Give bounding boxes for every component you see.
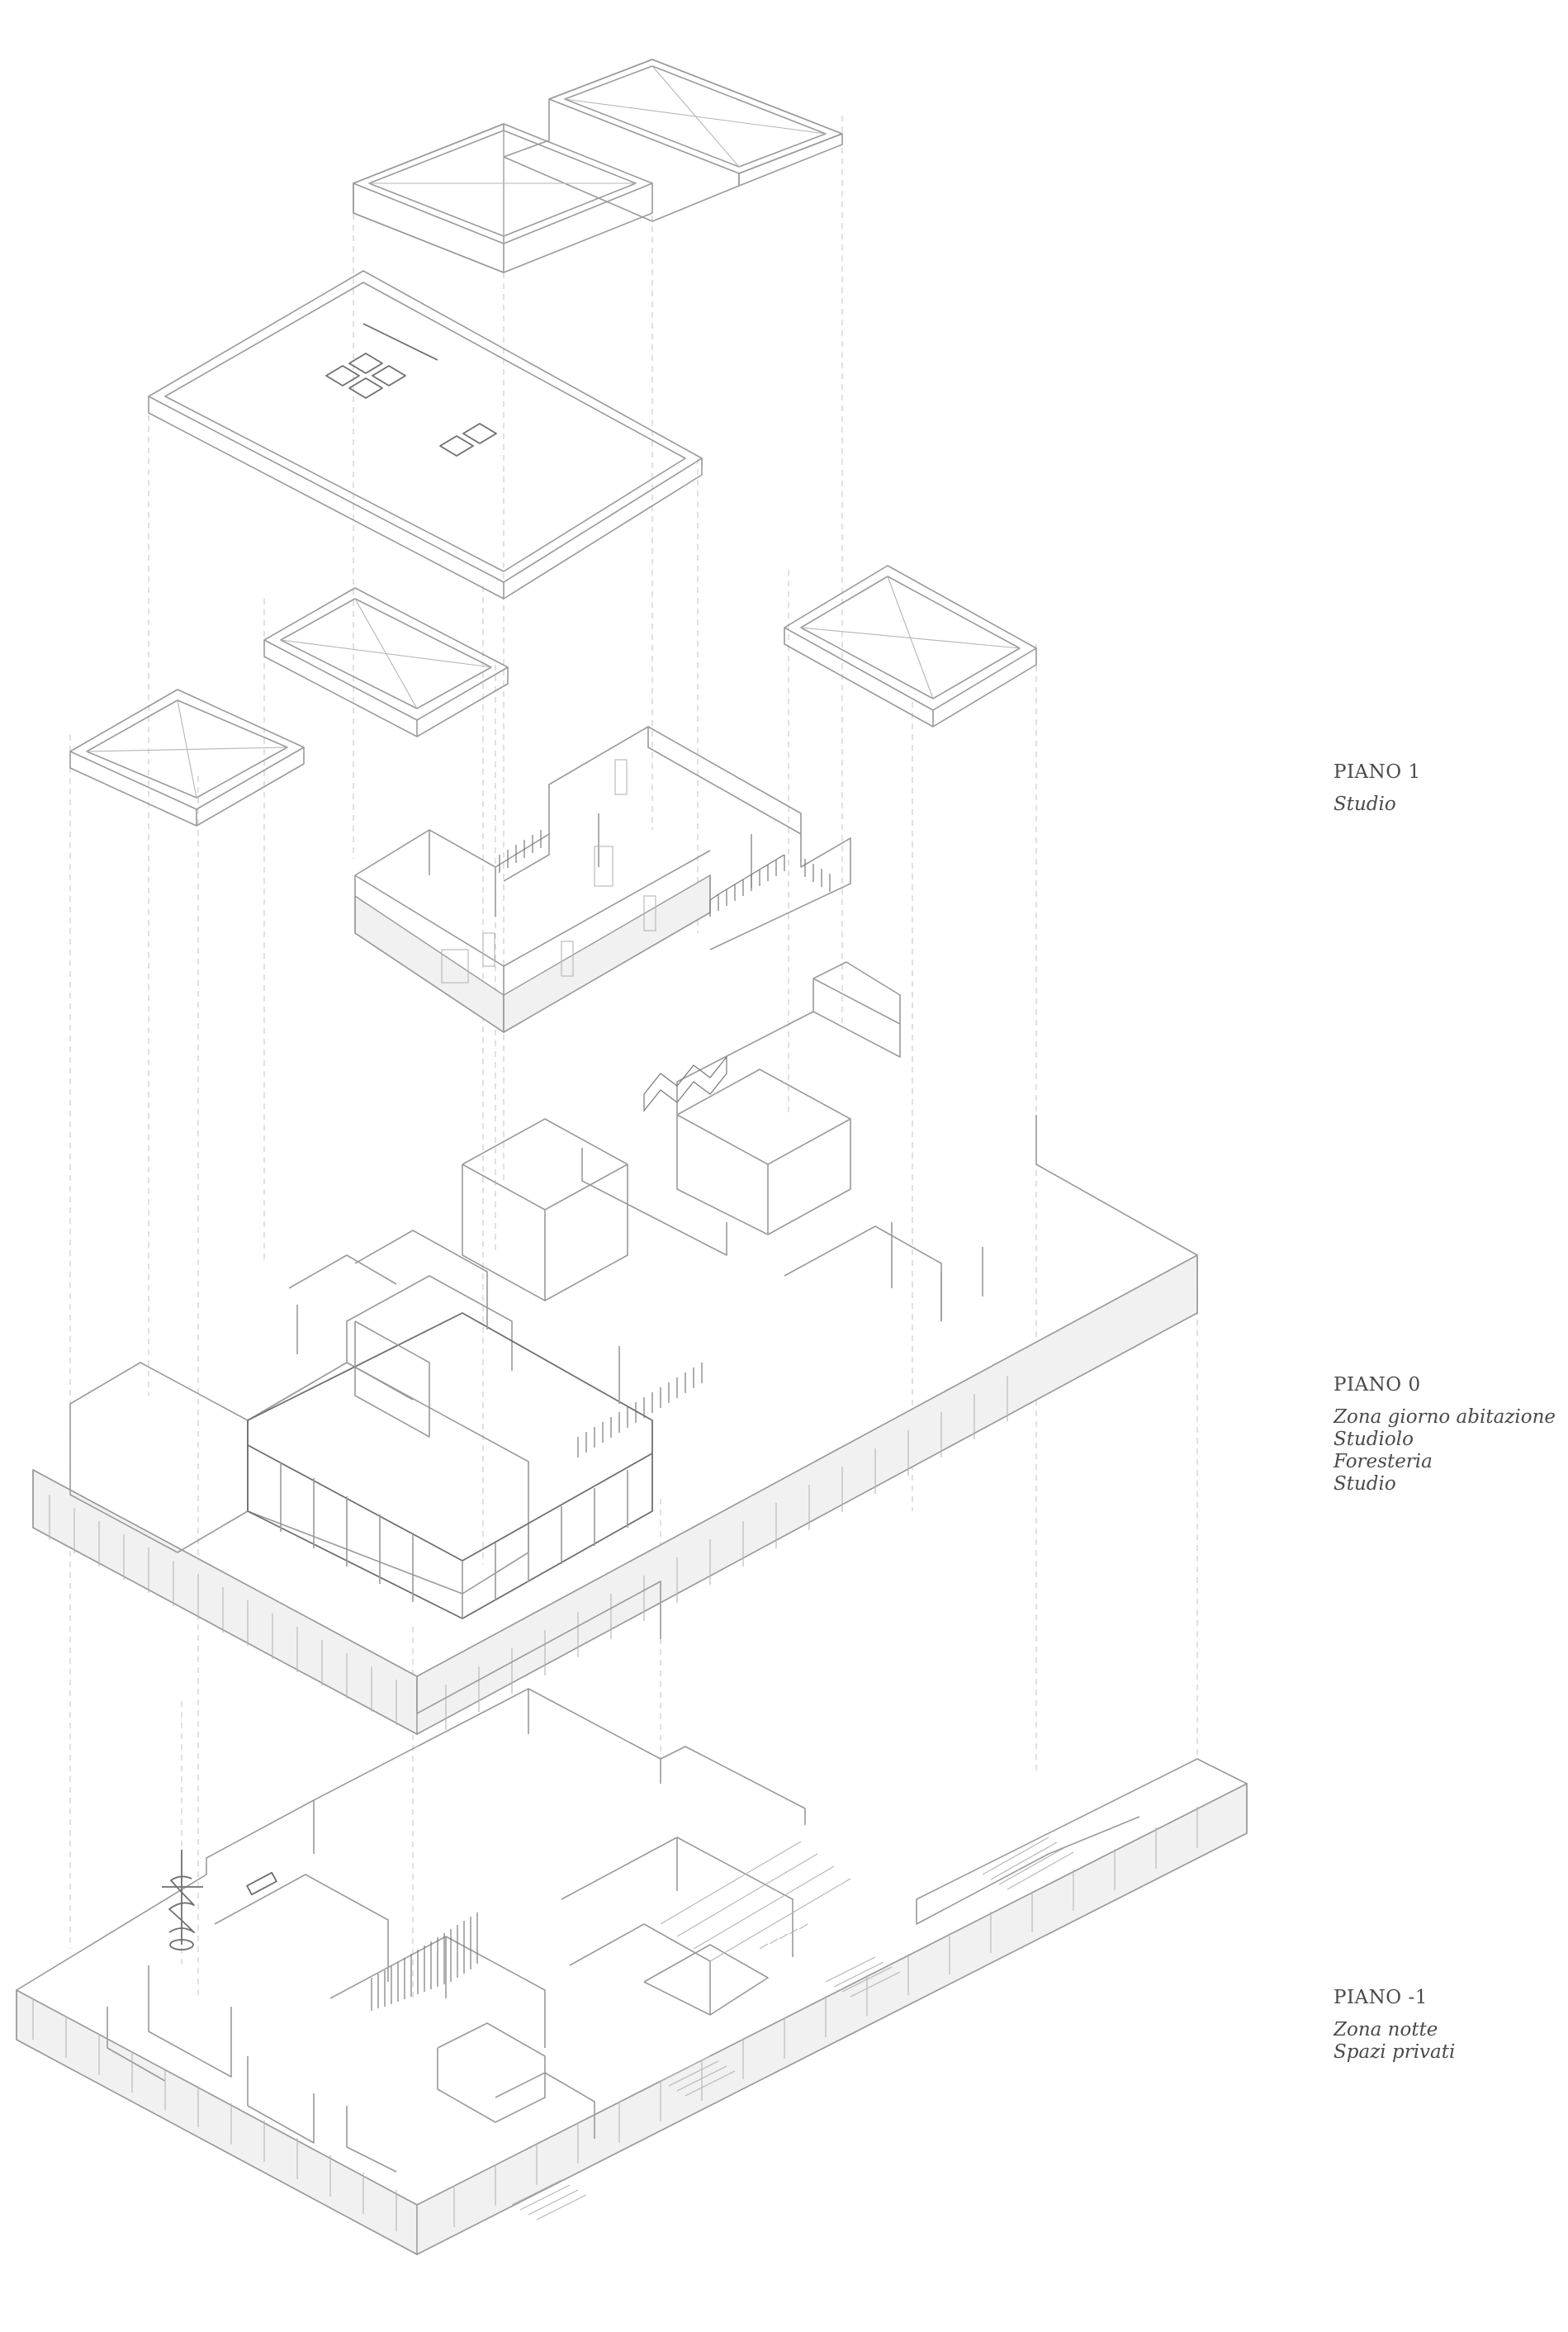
level-name: PIANO -1 (1334, 1987, 1428, 2008)
level-name: PIANO 1 (1334, 761, 1421, 783)
window-set (441, 759, 656, 984)
level-use: Spazi privati (1334, 2041, 1456, 2063)
ramp-and-steps (511, 1816, 1140, 2221)
spiral-stair (162, 1850, 203, 1950)
level-label-piano-1: PIANO 1 Studio (1334, 761, 1421, 816)
level-use: Foresteria (1334, 1451, 1433, 1472)
level-label-piano-minus-1: PIANO -1 Zona notte Spazi privati (1334, 1987, 1455, 2064)
level-use: Studio (1334, 1473, 1396, 1495)
roof-slab-main (148, 270, 703, 600)
skylight-group (325, 323, 497, 457)
piano-0-buildings (69, 1069, 983, 1619)
boundary-fence-piano-0 (49, 1376, 1008, 1730)
boundary-fence-piano-minus-1 (32, 1807, 1198, 2231)
roof-slab-small-right (784, 565, 1037, 728)
level-use: Zona giorno abitazione (1334, 1406, 1556, 1428)
roof-slab-small-left (69, 689, 305, 827)
level-use: Studiolo (1334, 1429, 1414, 1450)
level-piano-minus-1-model (16, 1688, 1248, 2256)
level-use: Zona notte (1334, 2019, 1438, 2040)
level-label-piano-0: PIANO 0 Zona giorno abitazione Studiolo … (1334, 1374, 1556, 1495)
staircase-piano-0 (643, 1055, 727, 1112)
level-use: Studio (1334, 794, 1396, 815)
level-piano-1-model (354, 726, 851, 1034)
level-name: PIANO 0 (1334, 1374, 1421, 1396)
hatched-stair-block (371, 1913, 478, 2011)
roof-slab-upper (353, 59, 843, 273)
piano-minus-1-rooms (107, 1837, 793, 2173)
balcony-railing (499, 830, 831, 917)
level-piano-0-model (32, 961, 1198, 1736)
roof-slab-small-center (263, 587, 509, 737)
projection-lines (69, 116, 1198, 1998)
louvers-piano-0 (577, 1363, 703, 1458)
